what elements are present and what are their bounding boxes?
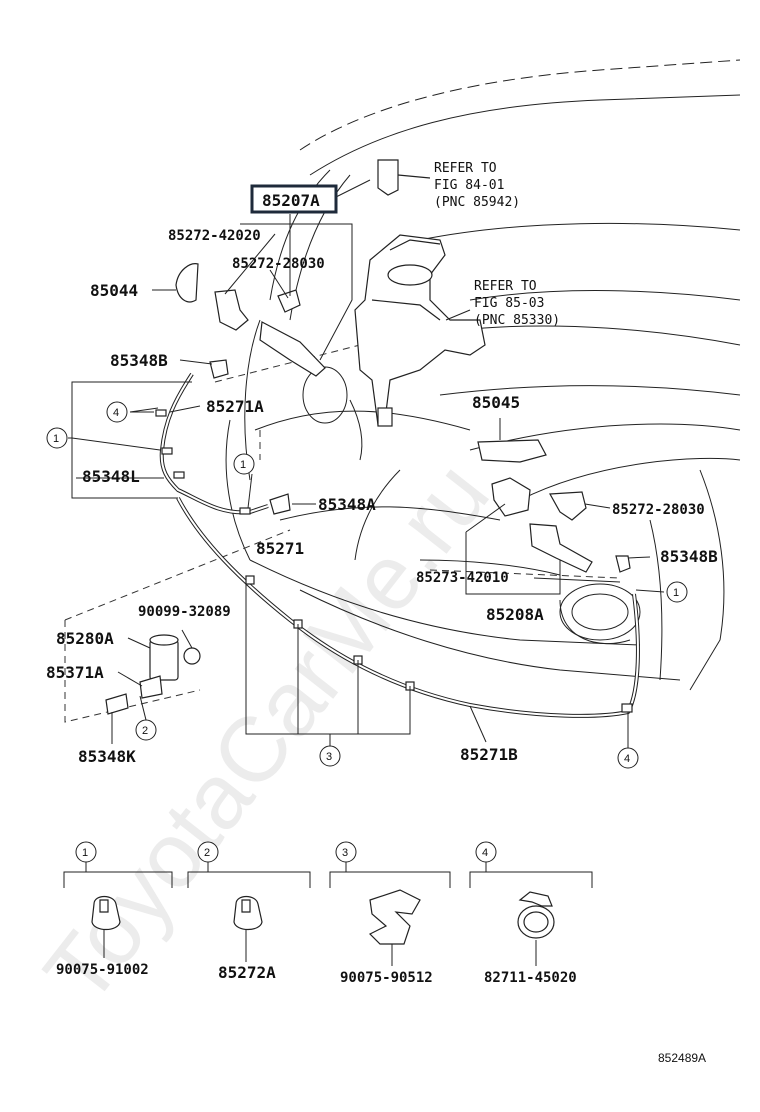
callout-1-center: 1: [240, 459, 246, 471]
part-label-85272-28030-top[interactable]: 85272-28030: [232, 256, 325, 272]
watermark-text: ToyotaCarMe.ru: [25, 444, 508, 1023]
part-label-85271[interactable]: 85271: [256, 539, 304, 558]
legend-num-4: 4: [482, 847, 488, 859]
part-label-85272-28030-right[interactable]: 85272-28030: [612, 502, 705, 518]
part-label-85045[interactable]: 85045: [472, 393, 520, 412]
refer-1-line-2[interactable]: FIG 84-01: [434, 178, 504, 193]
refer-2-line-2[interactable]: FIG 85-03: [474, 296, 544, 311]
callout-1-left: 1: [53, 433, 59, 445]
part-label-85348b-right[interactable]: 85348B: [660, 547, 718, 566]
refer-2-line-1: REFER TO: [474, 279, 537, 294]
part-label-85280a[interactable]: 85280A: [56, 629, 114, 648]
part-label-85271a[interactable]: 85271A: [206, 397, 264, 416]
part-label-85371a[interactable]: 85371A: [46, 663, 104, 682]
legend-part-90075-90512[interactable]: 90075-90512: [340, 970, 433, 986]
part-label-85272-42020[interactable]: 85272-42020: [168, 228, 261, 244]
refer-2-line-3: (PNC 85330): [474, 313, 560, 328]
legend-circles: [75, 841, 497, 863]
legend-num-1: 1: [82, 847, 88, 859]
legend-part-90075-91002[interactable]: 90075-91002: [56, 962, 149, 978]
callout-circles: [46, 401, 688, 769]
part-label-90099-32089[interactable]: 90099-32089: [138, 604, 231, 620]
leader-lines: [68, 179, 665, 748]
tank-bracket: [377, 159, 431, 196]
legend-part-85272a[interactable]: 85272A: [218, 963, 276, 982]
callout-3-bottom: 3: [326, 751, 332, 763]
part-label-85348k[interactable]: 85348K: [78, 747, 136, 766]
zone-dashed-lines: [64, 344, 621, 723]
legend-part-82711-45020[interactable]: 82711-45020: [484, 970, 577, 986]
highlight-box: [250, 184, 338, 214]
legend-num-2: 2: [204, 847, 210, 859]
callout-2-pump: 2: [142, 725, 148, 737]
callout-1-right: 1: [673, 587, 679, 599]
part-label-85044[interactable]: 85044: [90, 281, 138, 300]
headlamp-covers: [175, 263, 547, 463]
washer-tank: [354, 234, 486, 427]
car-body-outline: [225, 59, 741, 691]
callout-4-lower: 4: [624, 753, 630, 765]
part-label-85208a[interactable]: 85208A: [486, 605, 544, 624]
legend-brackets: [63, 862, 593, 966]
clamp-drawings: [91, 889, 555, 945]
diagram-id: 852489A: [658, 1051, 706, 1065]
legend-num-3: 3: [342, 847, 348, 859]
refer-1-line-1: REFER TO: [434, 161, 497, 176]
part-label-85271b[interactable]: 85271B: [460, 745, 518, 764]
part-label-85348b-left[interactable]: 85348B: [110, 351, 168, 370]
part-label-85348a[interactable]: 85348A: [318, 495, 376, 514]
nozzle-brackets: [209, 289, 631, 573]
washer-pump: [105, 634, 201, 715]
refer-1-line-3: (PNC 85942): [434, 195, 520, 210]
part-label-85207a[interactable]: 85207A: [262, 191, 320, 210]
part-label-85348l[interactable]: 85348L: [82, 467, 140, 486]
callout-4-upper: 4: [113, 407, 119, 419]
part-label-85273-42010[interactable]: 85273-42010: [416, 570, 509, 586]
